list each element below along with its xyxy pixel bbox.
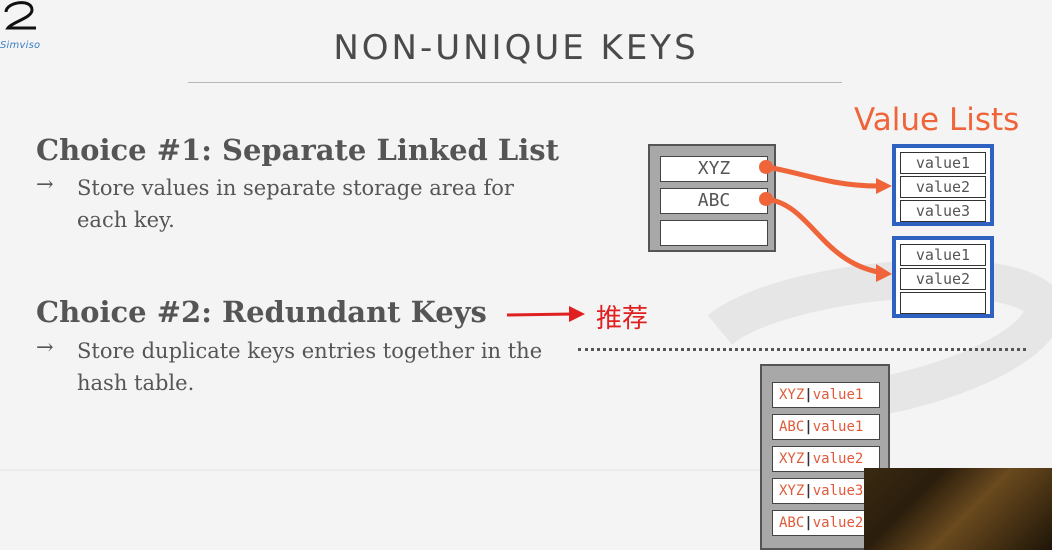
row-separator: | [804,515,813,531]
choice1-arrow: → [36,172,54,196]
choice2-heading: Choice #2: Redundant Keys [36,295,487,329]
row-separator: | [804,451,813,467]
value-lists-title: Value Lists [854,102,1020,138]
row-value: value1 [812,419,864,435]
row-value: value2 [812,451,864,467]
row-key: XYZ [779,451,805,467]
hash-table: XYZ ABC [648,144,776,252]
row-separator: | [804,419,813,435]
value-list-cell [900,292,986,314]
row-key: ABC [779,419,805,435]
row-value: value3 [812,483,864,499]
dotted-separator [578,348,1026,351]
row-value: value1 [812,387,864,403]
value-list-cell: value2 [900,268,986,290]
row-key: ABC [779,515,805,531]
row-value: value2 [812,515,864,531]
value-list-1: value1 value2 value3 [892,144,994,226]
webcam-overlay [864,468,1052,550]
table-row: ABC|value2 [772,510,880,536]
value-list-cell: value3 [900,200,986,222]
choice2-arrow: → [36,335,54,359]
redundant-keys-table: XYZ|value1 ABC|value1 XYZ|value2 XYZ|val… [760,364,890,550]
table-row: XYZ|value2 [772,446,880,472]
hash-slot: XYZ [660,156,768,182]
recommend-arrow-icon [506,306,585,322]
logo: Simviso [0,0,48,58]
table-row: XYZ|value1 [772,382,880,408]
row-key: XYZ [779,483,805,499]
hash-slot [660,220,768,246]
slide-title: NON-UNIQUE KEYS [333,28,699,68]
choice1-text: Store values in separate storage area fo… [77,176,514,232]
value-list-cell: value2 [900,176,986,198]
value-list-cell: value1 [900,152,986,174]
logo-text: Simviso [0,40,41,51]
value-list-2: value1 value2 [892,236,994,318]
logo-mark-icon [4,1,36,30]
row-key: XYZ [779,387,805,403]
title-divider [188,82,842,83]
table-row: XYZ|value3 [772,478,880,504]
choice1-heading: Choice #1: Separate Linked List [36,133,560,167]
recommend-label: 推荐 [596,304,649,334]
choice2-text: Store duplicate keys entries together in… [77,339,543,395]
table-row: ABC|value1 [772,414,880,440]
row-separator: | [804,387,813,403]
hash-slot: ABC [660,188,768,214]
row-separator: | [804,483,813,499]
value-list-cell: value1 [900,244,986,266]
